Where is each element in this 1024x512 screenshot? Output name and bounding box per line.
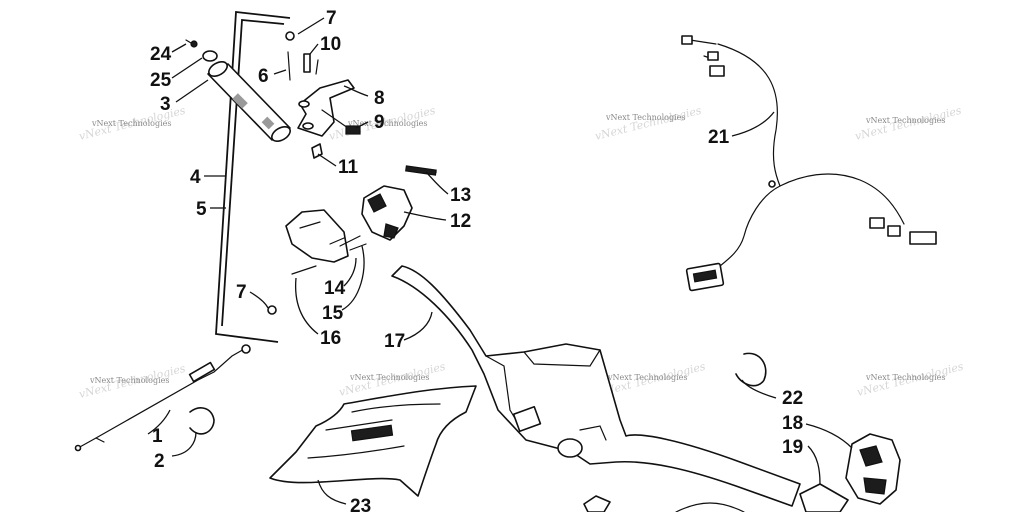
- watermark: vNext Technologies: [91, 119, 171, 128]
- callout-14: 14: [324, 278, 346, 299]
- throttle-switch-part: [345, 125, 361, 135]
- assembly-bracket-inner: [221, 19, 285, 327]
- washer-part: [202, 50, 218, 62]
- nut-part-bottom: [267, 305, 277, 315]
- right-switch-housing-part: [799, 433, 901, 512]
- housing-pin-part: [349, 243, 367, 251]
- screw-head: [190, 40, 198, 48]
- watermark: vNext Technologies: [607, 373, 687, 382]
- callout-7b: 7: [236, 282, 247, 303]
- handlebar-part: [391, 265, 801, 507]
- lower-housing-part: [285, 209, 349, 263]
- watermark-ghost: vNext Technologies: [594, 104, 704, 143]
- callout-1: 1: [152, 426, 163, 447]
- watermark: vNext Technologies: [347, 119, 427, 128]
- retaining-ring-part: [189, 407, 215, 435]
- callout-11: 11: [338, 157, 359, 178]
- housing-screw-part: [291, 265, 317, 275]
- leader-lines: [147, 17, 853, 505]
- retaining-ring-part-right: [735, 352, 767, 387]
- throttle-cable-part: [74, 344, 251, 452]
- callout-10: 10: [320, 34, 341, 55]
- watermark: vNext Technologies: [605, 113, 685, 122]
- callout-7a: 7: [326, 8, 337, 29]
- handlebar-pad-part: [269, 385, 477, 497]
- lower-part-fragment: [675, 502, 745, 512]
- pin-part: [287, 51, 291, 81]
- callout-5: 5: [196, 199, 207, 220]
- grip-tube-part: [207, 60, 291, 143]
- callout-24: 24: [150, 44, 172, 65]
- watermark: vNext Technologies: [865, 373, 945, 382]
- spacer-part: [303, 53, 311, 73]
- callout-12: 12: [450, 211, 471, 232]
- callout-17: 17: [384, 331, 405, 352]
- callout-6: 6: [258, 66, 269, 87]
- nut-part-top: [285, 31, 295, 41]
- callout-13: 13: [450, 185, 471, 206]
- callout-3: 3: [160, 94, 171, 115]
- connector-part: [583, 495, 611, 512]
- watermark: vNext Technologies: [349, 373, 429, 382]
- callout-21: 21: [708, 127, 730, 148]
- callout-15: 15: [322, 303, 344, 324]
- callout-19: 19: [782, 437, 803, 458]
- callout-18: 18: [782, 413, 803, 434]
- watermark: vNext Technologies: [89, 376, 169, 385]
- callout-2: 2: [154, 451, 165, 472]
- callout-25: 25: [150, 70, 172, 91]
- watermark: vNext Technologies: [865, 116, 945, 125]
- callout-4: 4: [190, 167, 201, 188]
- callout-16: 16: [320, 328, 341, 349]
- wiring-harness-part: [681, 35, 937, 292]
- callout-9: 9: [374, 112, 385, 133]
- callout-8: 8: [374, 88, 385, 109]
- callout-22: 22: [782, 388, 803, 409]
- assembly-bracket-outer: [215, 11, 291, 343]
- callout-23: 23: [350, 496, 371, 512]
- callout-labels: 7 10 24 6 25 8 3 9 21 11 4 13 5 12 7 14 …: [150, 8, 803, 512]
- throttle-lever-part: [297, 79, 355, 137]
